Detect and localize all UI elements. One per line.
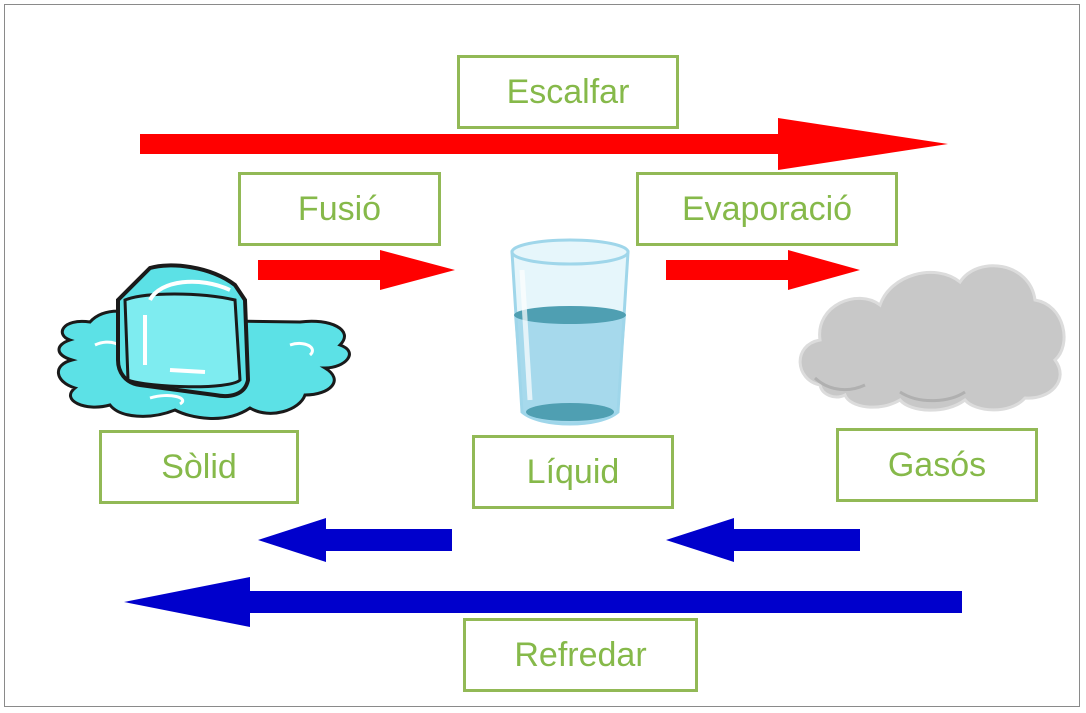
melting-label: Fusió xyxy=(238,172,441,246)
ice-cube-icon xyxy=(57,263,351,420)
liquid-label: Líquid xyxy=(472,435,674,509)
cloud-icon xyxy=(798,264,1066,412)
cool-arrow xyxy=(124,577,962,627)
melting-arrow xyxy=(258,250,455,290)
cool-label: Refredar xyxy=(463,618,698,692)
condensation-arrow xyxy=(666,518,860,562)
solid-label: Sòlid xyxy=(99,430,299,504)
heat-label: Escalfar xyxy=(457,55,679,129)
gas-label: Gasós xyxy=(836,428,1038,502)
freezing-arrow xyxy=(258,518,452,562)
evaporation-arrow xyxy=(666,250,860,290)
evaporation-label: Evaporació xyxy=(636,172,898,246)
water-glass-icon xyxy=(510,238,630,426)
heat-arrow xyxy=(140,118,948,170)
